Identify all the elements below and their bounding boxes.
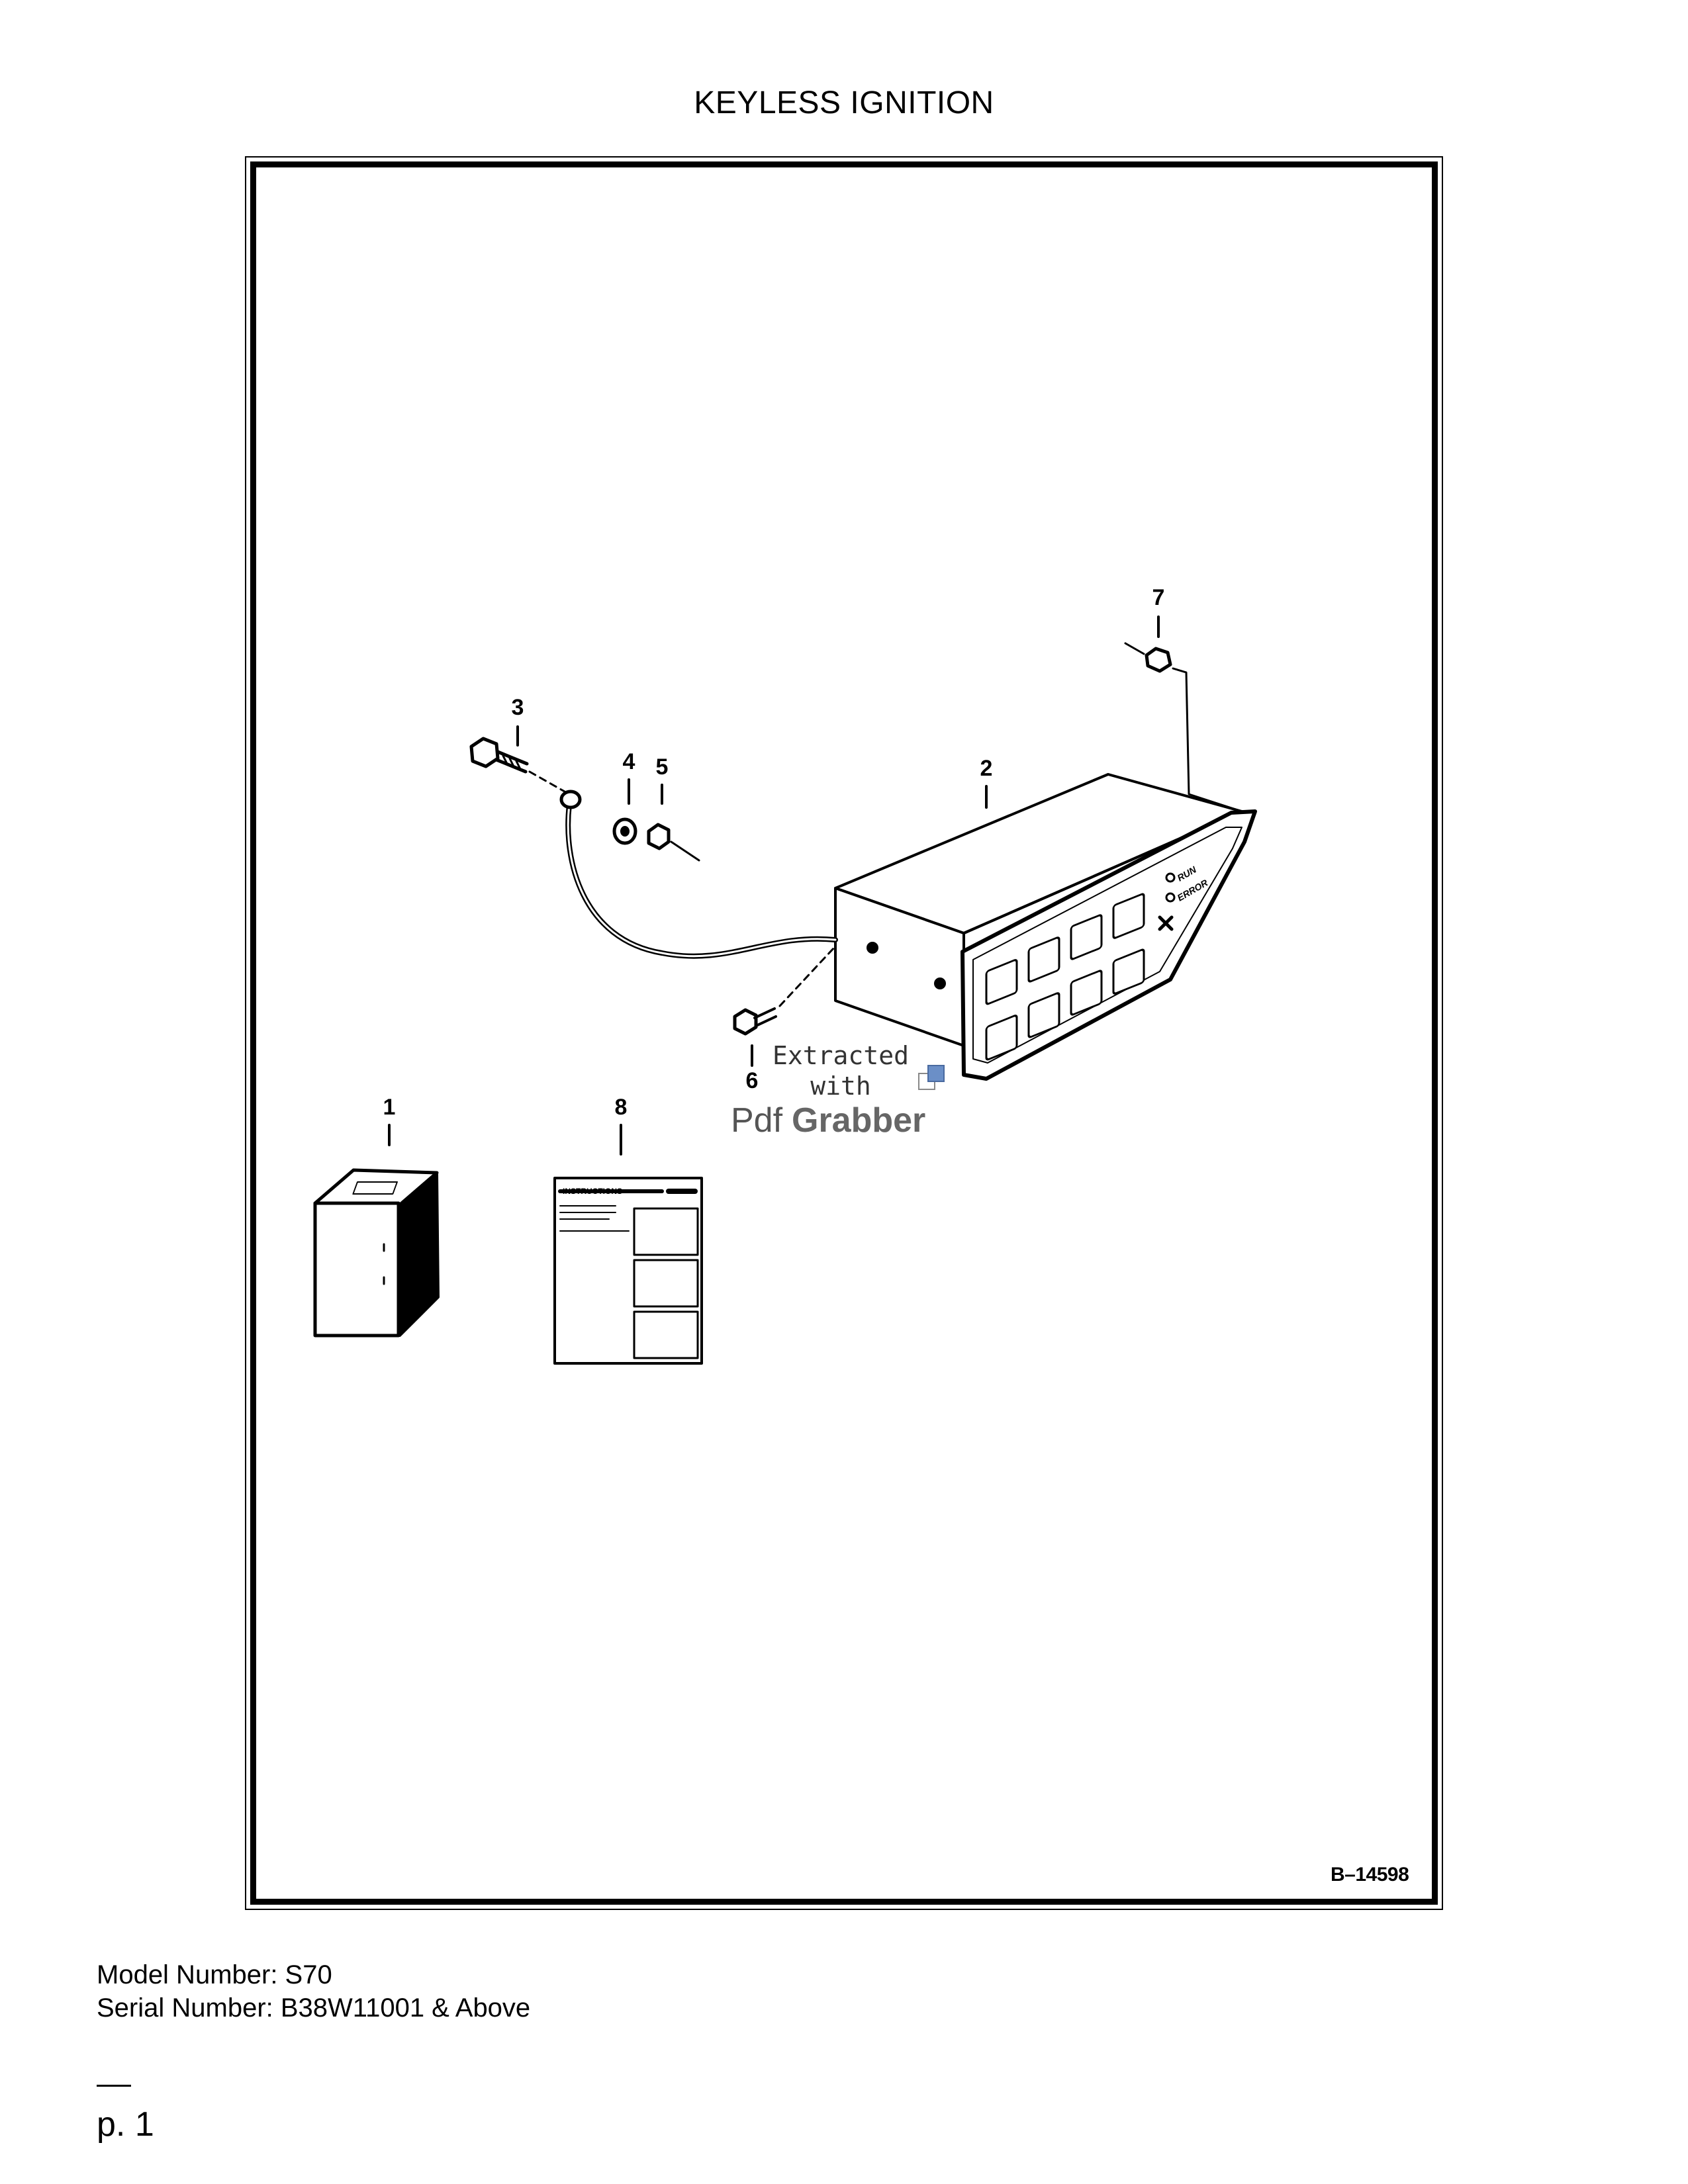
bolt-part-3 — [469, 737, 571, 796]
page-divider — [97, 2085, 131, 2087]
page-number: p. 1 — [97, 2105, 154, 2144]
screw-part-6 — [733, 946, 835, 1036]
watermark-line-2: with — [810, 1071, 871, 1101]
pdfgrabber-watermark: Extracted with Pdf Grabber — [731, 1041, 945, 1140]
serial-number: Serial Number: B38W11001 & Above — [97, 1993, 531, 2023]
callout-4: 4 — [623, 749, 635, 774]
nut-part-7 — [1124, 642, 1243, 813]
watermark-brand-bold: Grabber — [792, 1101, 925, 1140]
callout-5: 5 — [656, 754, 669, 780]
nut-part-5 — [647, 823, 671, 850]
figure-frame-outer — [245, 156, 1443, 1910]
callout-2: 2 — [980, 756, 993, 781]
callout-6: 6 — [746, 1068, 759, 1093]
callout-3: 3 — [512, 695, 524, 720]
key-box-part-1 — [313, 1168, 440, 1338]
manual-title: INSTRUCTIONS — [563, 1187, 622, 1196]
watermark-line-1: Extracted — [773, 1041, 909, 1070]
callout-7: 7 — [1152, 585, 1165, 610]
watermark-brand-light: Pdf — [731, 1101, 783, 1140]
callout-1: 1 — [383, 1095, 396, 1120]
instruction-sheet-part-8 — [553, 1177, 703, 1365]
page-title: KEYLESS IGNITION — [694, 85, 994, 120]
figure-frame — [250, 161, 1438, 1905]
callout-8: 8 — [615, 1095, 628, 1120]
keyless-control-module — [834, 773, 1257, 1081]
figure-number: B–14598 — [1331, 1864, 1409, 1886]
model-number: Model Number: S70 — [97, 1960, 332, 1989]
